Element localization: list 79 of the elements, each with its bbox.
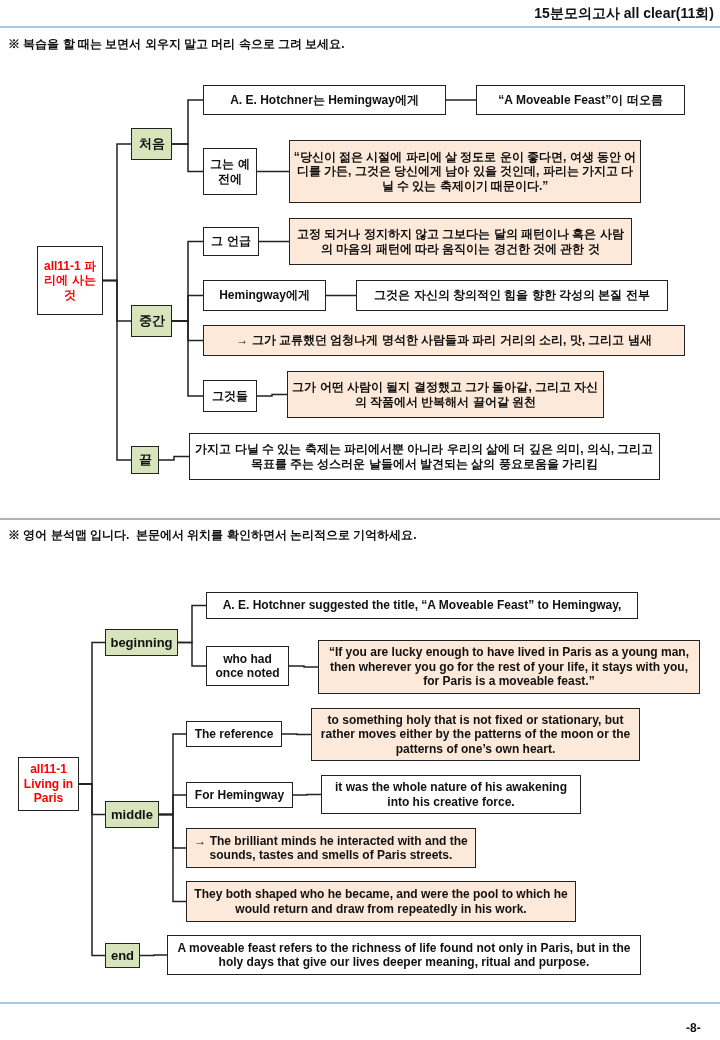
content-box (186, 828, 476, 868)
section-box (105, 943, 140, 968)
connector-line (256, 170, 290, 173)
instruction-note: ※ 복습을 할 때는 보면서 외우지 말고 머리 속으로 그려 보세요. (8, 36, 345, 53)
node-text: 고정 되거나 정지하지 않고 그보다는 달의 패턴이나 혹은 사람의 마음의 패턴에 따라 움직이는 경건한 것에 관한 것 (296, 227, 625, 256)
connector-line (256, 393, 288, 397)
connector-line (325, 294, 357, 297)
node-text: 그는 예전에 (209, 157, 251, 186)
content-box (289, 218, 632, 265)
connector-line (158, 813, 187, 903)
section-box (131, 446, 159, 474)
section-box (131, 128, 172, 160)
content-box (321, 775, 581, 814)
connector-line (78, 783, 106, 957)
node-text: A. E. Hotchner suggested the title, “A Moveable Feast” to Hemingway, (222, 598, 622, 613)
connector-line (171, 320, 204, 397)
connector-line (281, 733, 312, 736)
connector-line (171, 143, 204, 173)
content-box (203, 227, 259, 256)
node-text: The reference (194, 726, 274, 742)
content-box (189, 433, 660, 480)
node-text: all11-1 Living in Paris (22, 762, 75, 806)
node-text: to something holy that is not fixed or stationary, but rather moves either by the patterns of the moon or the patterns of one’s own heart. (319, 712, 632, 757)
content-box (203, 325, 685, 356)
node-text: beginning (110, 634, 173, 651)
node-text: → 그가 교류했던 엄청나게 명석한 사람들과 파리 거리의 소리, 맛, 그리고 냄새 (236, 333, 652, 348)
content-box (476, 85, 685, 115)
node-text: 끝 (138, 452, 152, 468)
content-box (289, 140, 641, 203)
node-text: Hemingway에게 (219, 288, 310, 303)
node-text: it was the whole nature of his awakening into his creative force. (333, 780, 568, 809)
section-box (105, 629, 178, 656)
node-text: “당신이 젊은 시절에 파리에 살 정도로 운이 좋다면, 여생 동안 어디를 가든, 그것은 당신에게 남아 있을 것인데, 파리는 가지고 다닐 수 있는 축제이기 때문이다.” (292, 149, 638, 194)
content-box (167, 935, 641, 975)
node-text: For Hemingway (194, 787, 285, 803)
connector-line (177, 641, 207, 667)
connector-line (158, 455, 190, 461)
node-text: “If you are lucky enough to have lived in Paris as a young man, then wherever you go for the rest of your life, it stays with you, for Paris is a moveable feast.” (327, 645, 691, 689)
node-text: A moveable feast refers to the richness of life found not only in Paris, but in the holy days that give our lives deeper meaning, ritual and purpose. (176, 940, 632, 970)
content-box (356, 280, 668, 311)
connector-line (102, 279, 132, 461)
content-box (311, 708, 640, 761)
node-text: They both shaped who he became, and were the pool to which he would return and draw from repeatedly in his work. (193, 887, 569, 916)
connector-line (288, 665, 319, 668)
node-text: A. E. Hotchner는 Hemingway에게 (230, 92, 419, 108)
node-text: 그것은 자신의 창의적인 힘을 향한 각성의 본질 전부 (374, 288, 650, 303)
section-box (131, 305, 172, 337)
content-box (203, 280, 326, 311)
content-box (203, 380, 257, 412)
node-text: 가지고 다닐 수 있는 축제는 파리에서뿐 아니라 우리의 삶에 더 깊은 의미, 의식, 그리고 목표를 주는 성스러운 날들에서 발견되는 삶의 풍요로움을 가리킴 (194, 442, 655, 471)
content-box (206, 646, 289, 686)
node-text: end (110, 947, 135, 964)
content-box (186, 782, 293, 808)
content-box (206, 592, 638, 619)
content-box (203, 148, 257, 195)
connector-line (292, 793, 322, 796)
content-box (186, 881, 576, 922)
node-text: who had once noted (214, 651, 281, 681)
content-box (186, 721, 282, 747)
node-text: 중간 (138, 313, 165, 329)
node-text: 그 언급 (211, 234, 251, 249)
content-box (318, 640, 700, 694)
topic-box (37, 246, 103, 315)
page-header: 15분모의고사 all clear(11회) (534, 5, 714, 23)
instruction-note: ※ 영어 분석맵 입니다. 본문에서 위치를 확인하면서 논리적으로 기억하세요. (8, 527, 417, 544)
section-box (105, 801, 159, 828)
content-box (287, 371, 604, 418)
connector-line (139, 954, 168, 957)
node-text: 그것들 (212, 388, 248, 404)
content-box (203, 85, 446, 115)
node-text: 처음 (138, 136, 165, 152)
connector-line (258, 240, 290, 243)
node-text: middle (111, 806, 153, 823)
connector-line (445, 99, 477, 101)
node-text: 그가 어떤 사람이 될지 결정했고 그가 돌아갈, 그리고 자신의 작품에서 반복해서 끌어갈 원천 (291, 380, 600, 409)
node-text: → The brilliant minds he interacted with and the sounds, tastes and smells of Paris streets. (193, 833, 469, 863)
node-text: “A Moveable Feast”이 떠오름 (498, 92, 663, 108)
node-text: all11-1 파리에 사는 것 (43, 258, 97, 303)
page-number: -8- (686, 1021, 701, 1035)
